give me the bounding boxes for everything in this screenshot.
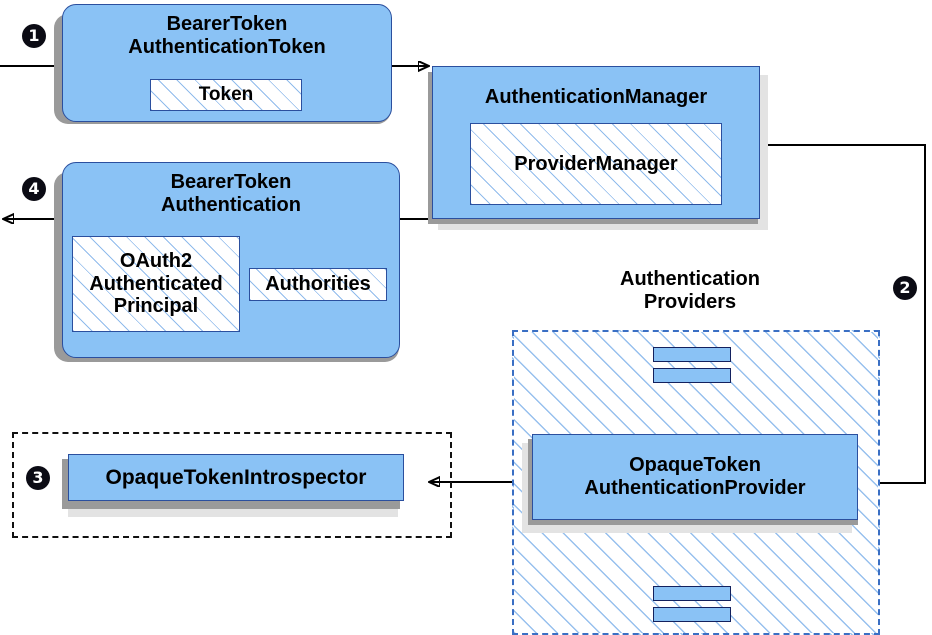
btat-title-line2: AuthenticationToken — [128, 35, 326, 58]
opaque-token-introspector-group — [12, 432, 452, 538]
otap-line1: OpaqueToken — [629, 454, 761, 477]
provider-stack-bar-top-2 — [653, 368, 731, 383]
providers-caption-line1: Authentication — [620, 268, 760, 290]
authorities-label: Authorities — [265, 273, 371, 296]
oauth2-authenticated-principal-box[interactable]: OAuth2 Authenticated Principal — [72, 236, 240, 332]
badge-step-1: 1 — [22, 24, 46, 48]
bearer-token-authentication-token-title: BearerToken AuthenticationToken — [63, 13, 391, 58]
providers-caption-line2: Providers — [643, 291, 737, 313]
bta-title-line1: BearerToken — [170, 171, 292, 193]
provider-manager-label: ProviderManager — [514, 152, 678, 175]
authorities-box[interactable]: Authorities — [249, 268, 387, 301]
token-child-label: Token — [198, 84, 254, 106]
token-child-box[interactable]: Token — [150, 79, 302, 111]
opaque-token-introspector-box[interactable]: OpaqueTokenIntrospector — [68, 454, 404, 501]
provider-stack-bar-bottom-1 — [653, 586, 731, 601]
badge-step-3: 3 — [26, 466, 50, 490]
principal-line1: OAuth2 — [119, 250, 193, 273]
bta-title: BearerToken Authentication — [63, 171, 399, 216]
badge-step-4: 4 — [22, 177, 46, 201]
principal-line3: Principal — [113, 295, 199, 318]
opaque-token-authentication-provider-box[interactable]: OpaqueToken AuthenticationProvider — [532, 434, 858, 520]
badge-step-2: 2 — [893, 276, 917, 300]
btat-title-line1: BearerToken — [166, 13, 288, 35]
otap-line2: AuthenticationProvider — [584, 477, 806, 499]
authentication-manager-title: AuthenticationManager — [484, 86, 708, 108]
opaque-token-introspector-label: OpaqueTokenIntrospector — [105, 465, 367, 489]
bta-title-line2: Authentication — [161, 193, 301, 216]
provider-stack-bar-top-1 — [653, 347, 731, 362]
authentication-providers-caption: Authentication Providers — [560, 268, 820, 314]
provider-manager-child-box[interactable]: ProviderManager — [470, 123, 722, 205]
principal-line2: Authenticated — [89, 272, 223, 295]
provider-stack-bar-bottom-2 — [653, 607, 731, 622]
